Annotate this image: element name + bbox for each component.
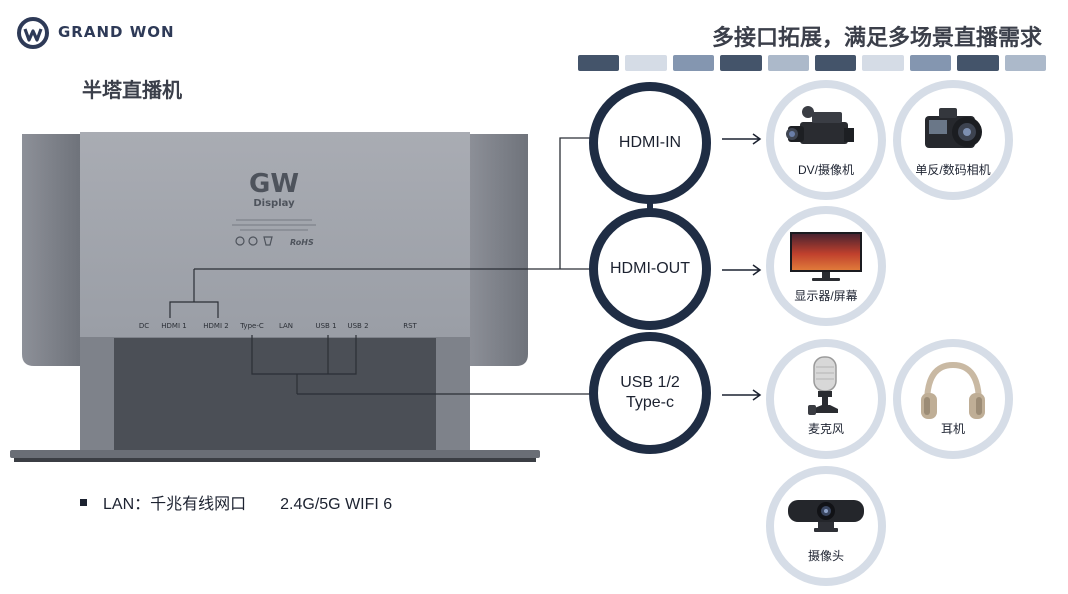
device-dslr: 单反/数码相机 <box>893 80 1013 200</box>
palette-swatch <box>862 55 904 71</box>
hub-hdmi-in: HDMI-IN <box>589 82 711 204</box>
device-caption: 单反/数码相机 <box>915 163 991 177</box>
microphone-icon <box>808 356 838 415</box>
arrow-right-icon <box>722 389 762 401</box>
device-caption: 显示器/屏幕 <box>794 289 858 303</box>
camcorder-icon <box>786 106 854 144</box>
palette-swatch <box>1004 55 1047 71</box>
device-caption: 麦克风 <box>807 422 844 436</box>
port-label: Type-C <box>239 322 264 330</box>
brand-name: GRAND WON <box>58 23 175 41</box>
device-logo-main: GW <box>249 169 299 199</box>
port-label: DC <box>139 322 149 330</box>
port-label: USB 1 <box>315 322 336 330</box>
product-title: 半塔直播机 <box>82 80 182 102</box>
hub-label: HDMI-IN <box>618 134 682 151</box>
svg-text:RoHS: RoHS <box>290 238 314 247</box>
hub-label: USB 1/2 Type-c <box>620 373 680 413</box>
headline: 多接口拓展，满足多场景直播需求 <box>711 25 1042 50</box>
dslr-camera-icon <box>925 108 982 148</box>
hub-label: HDMI-OUT <box>610 260 690 277</box>
device-monitor: 显示器/屏幕 <box>766 206 886 326</box>
device-caption: 耳机 <box>940 422 965 436</box>
arrow-right-icon <box>722 133 762 145</box>
hub-label-line1: USB 1/2 <box>620 374 680 391</box>
hub-label-line2: Type-c <box>625 394 674 411</box>
brand-logo: GRAND WON <box>16 14 226 52</box>
palette-swatch <box>957 55 999 71</box>
feature-bullet: LAN：千兆有线网口 2.4G/5G WIFI 6 <box>80 490 392 514</box>
device-microphone: 麦克风 <box>766 339 886 459</box>
device-caption: DV/摄像机 <box>797 163 854 177</box>
device-back-panel-illustration: GW Display RoHS DC HDMI 1 HDMI 2 Type-C LAN U… <box>10 132 540 462</box>
grand-won-logo-icon <box>17 17 49 49</box>
palette-swatch <box>578 55 620 71</box>
device-webcam: 摄像头 <box>766 466 886 586</box>
webcam-icon <box>788 500 864 532</box>
port-label: RST <box>403 322 417 330</box>
color-palette-bar <box>578 55 1047 71</box>
port-label: LAN <box>279 322 293 330</box>
port-label: HDMI 2 <box>203 322 228 330</box>
headphones-icon <box>921 361 985 419</box>
hub-usb-typec: USB 1/2 Type-c <box>589 332 711 454</box>
device-headphones: 耳机 <box>893 339 1013 459</box>
arrow-right-icon <box>722 264 762 276</box>
hub-hdmi-out: HDMI-OUT <box>589 208 711 330</box>
device-caption: 摄像头 <box>807 549 844 563</box>
port-label: HDMI 1 <box>161 322 186 330</box>
palette-swatch <box>909 55 952 71</box>
palette-swatch <box>672 55 715 71</box>
bullet-square-icon <box>80 499 87 507</box>
palette-swatch <box>767 55 810 71</box>
device-camcorder: DV/摄像机 <box>766 80 886 200</box>
palette-swatch <box>720 55 762 71</box>
certification-marks-icon <box>235 236 273 246</box>
device-logo-sub: Display <box>253 198 295 209</box>
port-label: USB 2 <box>347 322 368 330</box>
monitor-icon <box>790 232 862 281</box>
lan-feature: LAN：千兆有线网口 <box>103 496 247 513</box>
wifi-feature: 2.4G/5G WIFI 6 <box>280 496 393 513</box>
palette-swatch <box>625 55 667 71</box>
palette-swatch <box>815 55 857 71</box>
